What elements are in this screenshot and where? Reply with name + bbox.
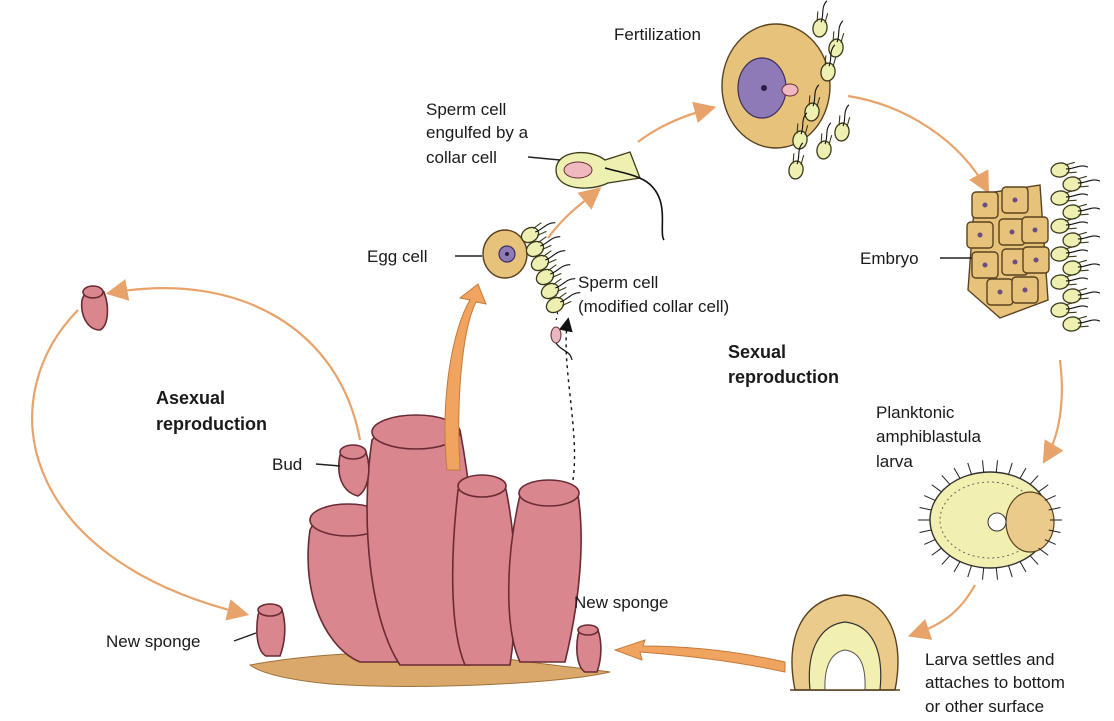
- planktonic-larva-figure: [930, 472, 1054, 568]
- label-planktonic-1: Planktonic: [876, 403, 955, 422]
- cilium: [1039, 485, 1049, 492]
- leader-new-sponge-left: [234, 633, 256, 641]
- cilium: [996, 568, 997, 580]
- embryo-cell-nucleus: [1034, 258, 1039, 263]
- cilium: [1009, 566, 1013, 577]
- collar-cell-icon: [812, 0, 832, 38]
- cilium: [1020, 562, 1026, 572]
- embryo-cell-nucleus: [1023, 288, 1028, 293]
- leader-bud: [316, 464, 340, 466]
- collar-cells-cluster-embryo: [1050, 158, 1101, 332]
- embryo-cell-nucleus: [983, 203, 988, 208]
- embryo-cell-nucleus: [1013, 260, 1018, 265]
- embryo-cell-nucleus: [1033, 228, 1038, 233]
- label-asexual-reproduction-2: reproduction: [156, 414, 267, 434]
- label-sperm-cell-2: (modified collar cell): [578, 297, 729, 316]
- collar-cell-icon: [1062, 256, 1101, 276]
- label-larva-settles-1: Larva settles and: [925, 650, 1054, 669]
- settle-to-sponge-arrow: [615, 640, 785, 672]
- label-new-sponge-left: New sponge: [106, 632, 201, 651]
- settling-larva-figure: [790, 595, 900, 690]
- new-sponge-right-figure: [577, 625, 601, 672]
- embryo-cell-nucleus: [1013, 198, 1018, 203]
- cilium: [982, 460, 983, 472]
- label-new-sponge-right: New sponge: [574, 593, 669, 612]
- cilium: [932, 548, 942, 555]
- asexual-arrow-down: [32, 310, 245, 614]
- label-sperm-cell-1: Sperm cell: [578, 273, 658, 292]
- free-sperm-icon: [551, 327, 561, 343]
- cilium: [968, 566, 972, 577]
- label-embryo: Embryo: [860, 249, 919, 268]
- cilium: [982, 568, 983, 580]
- arrow-to-settling: [912, 585, 975, 635]
- cilium: [1030, 475, 1038, 484]
- sperm-release-path: [566, 320, 574, 480]
- new-sponge-left-figure: [257, 604, 285, 656]
- cilium: [924, 540, 935, 545]
- label-larva-settles-2: attaches to bottom: [925, 673, 1065, 692]
- cilium: [954, 468, 960, 478]
- arrow-to-embryo: [848, 96, 987, 190]
- embryo-cell-nucleus: [983, 263, 988, 268]
- label-larva-settles-3: or other surface: [925, 697, 1044, 716]
- bud: [339, 445, 369, 496]
- label-bud: Bud: [272, 455, 302, 474]
- label-sperm-engulfed-2: engulfed by a: [426, 123, 529, 142]
- collar-cell-icon: [816, 121, 836, 160]
- embryo-cell-nucleus: [1010, 230, 1015, 235]
- cilium: [932, 485, 942, 492]
- collar-cell-icon: [1062, 200, 1101, 220]
- cilium: [968, 463, 972, 474]
- collar-cell-icon: [834, 103, 854, 142]
- collar-cells-cluster-lower: [519, 215, 583, 316]
- label-planktonic-3: larva: [876, 452, 913, 471]
- cilium: [1030, 556, 1038, 565]
- arrow-to-larva: [1045, 360, 1062, 460]
- label-sexual-reproduction-2: reproduction: [728, 367, 839, 387]
- label-asexual-reproduction-1: Asexual: [156, 388, 225, 408]
- cilium: [1020, 468, 1026, 478]
- collar-cell-icon: [1062, 312, 1101, 332]
- fertilization-figure: [722, 24, 830, 148]
- cilium: [1009, 463, 1013, 474]
- cilium: [942, 556, 950, 565]
- collar-cell-icon: [1062, 172, 1101, 192]
- embryo-figure: [967, 185, 1049, 318]
- collar-cell-icon: [1062, 284, 1101, 304]
- cilium: [1045, 496, 1056, 501]
- egg-release-arrow: [445, 284, 486, 470]
- label-sperm-engulfed-3: collar cell: [426, 148, 497, 167]
- cilium: [920, 530, 932, 532]
- cilium: [1039, 548, 1049, 555]
- arrow-to-engulf: [548, 190, 598, 238]
- collar-cell-icon: [828, 19, 848, 58]
- label-sperm-engulfed-1: Sperm cell: [426, 100, 506, 119]
- cilium: [920, 508, 932, 510]
- label-fertilization: Fertilization: [614, 25, 701, 44]
- embryo-cell-nucleus: [978, 233, 983, 238]
- label-egg-cell: Egg cell: [367, 247, 427, 266]
- arrow-to-fertilization: [638, 108, 712, 142]
- egg-cell-figure: [483, 230, 527, 278]
- label-sexual-reproduction-1: Sexual: [728, 342, 786, 362]
- embryo-cell-nucleus: [998, 290, 1003, 295]
- label-planktonic-2: amphiblastula: [876, 427, 981, 446]
- detached-bud: [82, 286, 108, 330]
- free-sperm-tail: [556, 343, 572, 360]
- cilium: [996, 460, 997, 472]
- cilium: [924, 496, 935, 501]
- leader-sperm-engulfed: [528, 157, 560, 160]
- collar-cell-icon: [1050, 158, 1089, 178]
- cilium: [954, 562, 960, 572]
- cilium: [942, 475, 950, 484]
- engulfing-collar-cell: [556, 152, 664, 240]
- collar-cell-icon: [1062, 228, 1101, 248]
